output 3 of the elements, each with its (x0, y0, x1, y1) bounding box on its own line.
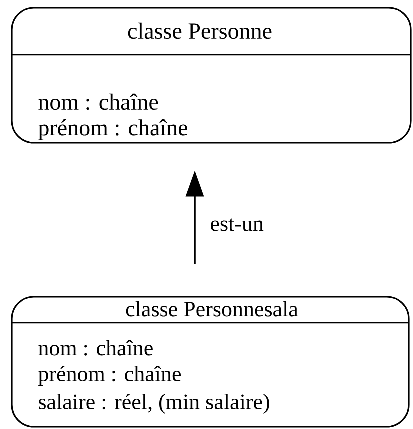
class-box: classe Personnesala nom : chaîne prénom : chaîne salaire : réel, (min salaire) (11, 296, 410, 428)
class-box: classe Personne nom : chaîne prénom : chaîne (11, 7, 412, 144)
edge-label: est-un (211, 218, 264, 232)
